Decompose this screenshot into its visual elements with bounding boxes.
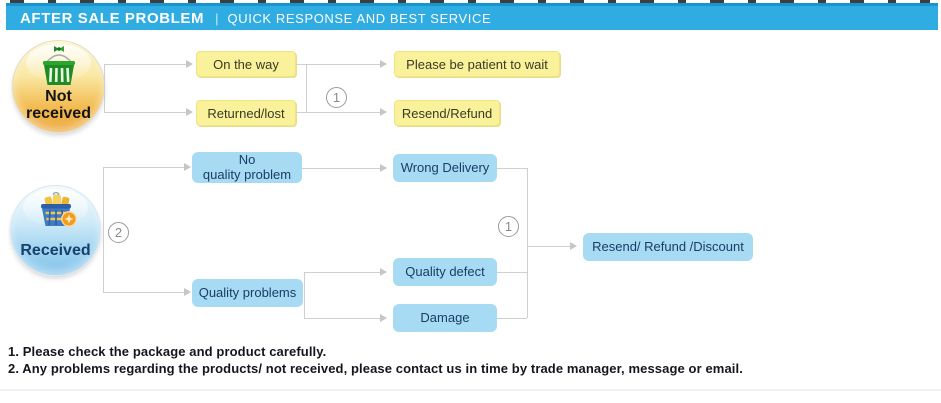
- arrowhead-icon: [184, 163, 191, 171]
- box-no-quality-problem: No quality problem: [192, 152, 302, 183]
- note-check-package: 1. Please check the package and product …: [8, 344, 327, 359]
- arrowhead-icon: [184, 288, 191, 296]
- connector-line: [103, 167, 184, 168]
- header-top-edge: [6, 3, 938, 6]
- node-received-label: Received: [20, 242, 91, 259]
- node-not-received-label: Not received: [26, 87, 91, 123]
- connector-line: [527, 246, 570, 247]
- bottom-divider: [0, 389, 941, 391]
- cropped-text-artifact: [10, 0, 930, 3]
- arrowhead-icon: [186, 108, 193, 116]
- connector-line: [304, 272, 380, 273]
- arrowhead-icon: [380, 268, 387, 276]
- connector-line: [104, 112, 186, 113]
- connector-line: [497, 168, 527, 169]
- arrowhead-icon: [570, 242, 577, 250]
- box-resend-refund-discount: Resend/ Refund /Discount: [583, 233, 753, 261]
- page-subtitle: QUICK RESPONSE AND BEST SERVICE: [227, 10, 492, 26]
- node-not-received: Not received: [12, 40, 105, 133]
- connector-line: [302, 168, 380, 169]
- connector-line: [497, 272, 527, 273]
- blue-cart-icon: [40, 191, 77, 227]
- header-divider: |: [215, 10, 219, 26]
- connector-line: [296, 64, 380, 65]
- green-basket-icon: [42, 46, 75, 85]
- connector-line: [306, 64, 307, 113]
- arrowhead-icon: [186, 60, 193, 68]
- page-title: AFTER SALE PROBLEM: [20, 9, 205, 27]
- box-resend-refund: Resend/Refund: [394, 100, 500, 126]
- box-damage: Damage: [393, 304, 497, 332]
- connector-line: [104, 64, 186, 65]
- connector-line: [304, 272, 305, 319]
- connector-line: [527, 168, 528, 318]
- node-received: Received: [10, 185, 101, 276]
- junction-number-2: 2: [108, 222, 129, 243]
- connector-line: [104, 64, 105, 113]
- arrowhead-icon: [380, 60, 387, 68]
- box-returned-lost: Returned/lost: [196, 100, 296, 126]
- box-quality-defect: Quality defect: [393, 258, 497, 286]
- connector-line: [497, 318, 527, 319]
- arrowhead-icon: [380, 108, 387, 116]
- junction-number-1b: 1: [498, 216, 519, 237]
- box-please-be-patient: Please be patient to wait: [394, 51, 560, 77]
- box-on-the-way: On the way: [196, 51, 296, 77]
- note-contact-us: 2. Any problems regarding the products/ …: [8, 361, 743, 376]
- arrowhead-icon: [380, 164, 387, 172]
- header-banner: AFTER SALE PROBLEM | QUICK RESPONSE AND …: [6, 6, 938, 30]
- connector-line: [304, 318, 380, 319]
- connector-line: [103, 167, 104, 292]
- box-quality-problems: Quality problems: [192, 279, 303, 307]
- connector-line: [296, 112, 380, 113]
- junction-number-1: 1: [326, 87, 347, 108]
- box-wrong-delivery: Wrong Delivery: [393, 154, 497, 182]
- connector-line: [103, 292, 184, 293]
- arrowhead-icon: [380, 314, 387, 322]
